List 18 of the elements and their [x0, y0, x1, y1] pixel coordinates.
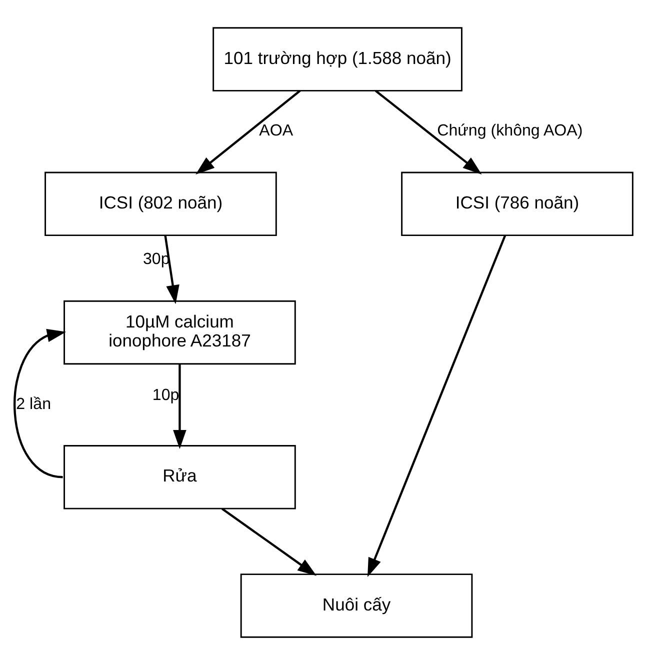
node-box: 10µM calcium ionophore A23187 — [64, 300, 296, 365]
node-box: Rửa — [64, 445, 296, 510]
node-box: Nuôi cấy — [240, 574, 473, 638]
arrow — [221, 508, 317, 576]
edge-label: 2 lần — [16, 394, 52, 413]
arrow — [164, 236, 180, 304]
edge-label: AOA — [259, 122, 294, 140]
arrow — [196, 90, 301, 175]
node-box: 101 trường hợp (1.588 noãn) — [212, 27, 462, 92]
arrow — [374, 90, 482, 174]
edge-label: 10p — [152, 386, 180, 404]
arrow — [368, 234, 506, 578]
edge-label: 30p — [142, 250, 170, 268]
arrow — [14, 328, 66, 478]
node-box: ICSI (802 noãn) — [44, 172, 277, 236]
edge-label: Chứng (không AOA) — [437, 122, 583, 140]
arrow — [173, 364, 186, 449]
node-box: ICSI (786 noãn) — [401, 172, 634, 236]
